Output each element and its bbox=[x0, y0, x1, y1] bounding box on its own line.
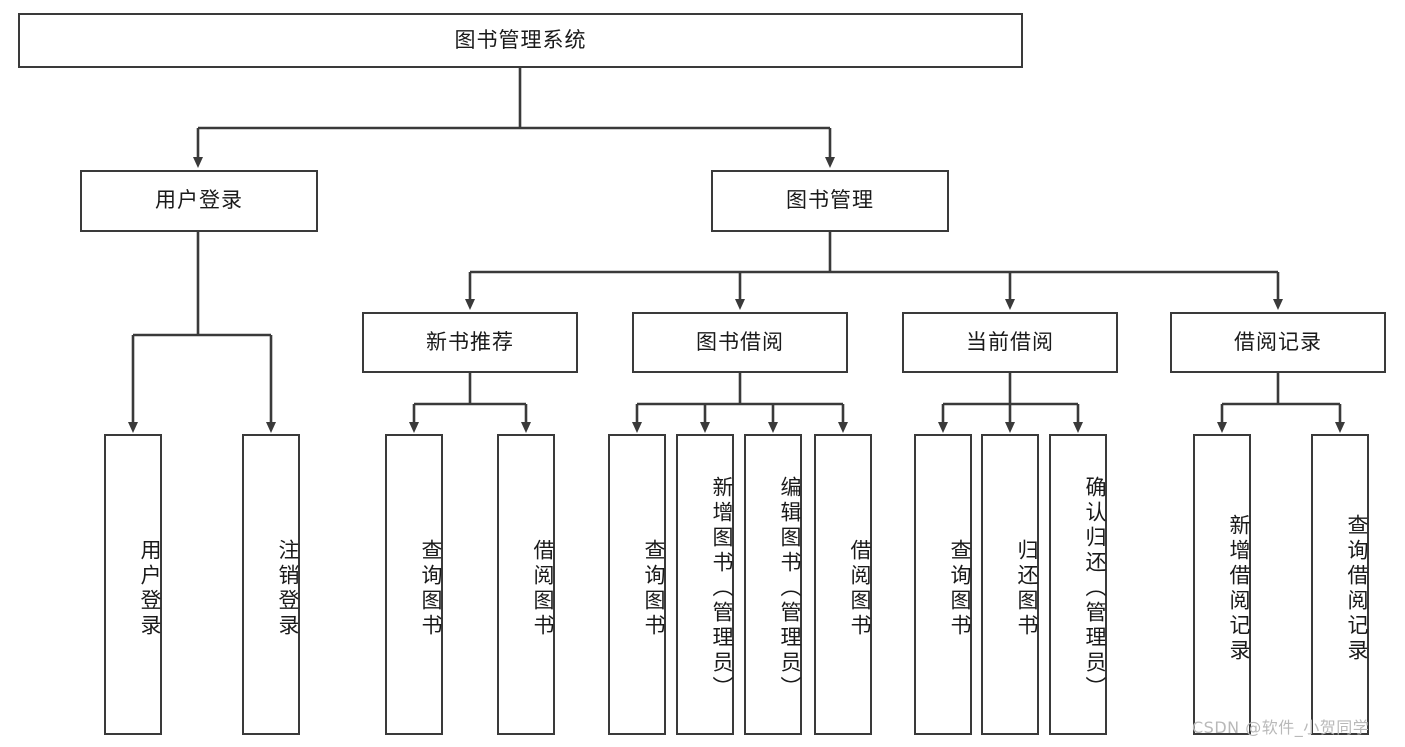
node-user-login[interactable]: 用户登录 bbox=[80, 170, 318, 232]
node-label: 用户登录 bbox=[155, 188, 243, 213]
node-label: 当前借阅 bbox=[966, 329, 1054, 354]
leaf-borrow-add-book-admin[interactable]: 新增图书（管理员） bbox=[676, 434, 734, 735]
node-label: 借阅图书 bbox=[531, 538, 555, 639]
leaf-recommend-query-book[interactable]: 查询图书 bbox=[385, 434, 443, 735]
leaf-current-return-book[interactable]: 归还图书 bbox=[981, 434, 1039, 735]
node-label: 用户登录 bbox=[138, 538, 162, 639]
node-label: 查询图书 bbox=[419, 538, 443, 639]
node-label: 查询借阅记录 bbox=[1345, 513, 1369, 664]
node-borrow-record[interactable]: 借阅记录 bbox=[1170, 312, 1386, 373]
node-new-book-recommend[interactable]: 新书推荐 bbox=[362, 312, 578, 373]
node-label: 借阅记录 bbox=[1234, 329, 1322, 354]
node-label: 新增借阅记录 bbox=[1227, 513, 1251, 664]
node-label: 查询图书 bbox=[642, 538, 666, 639]
leaf-record-query-borrow-record[interactable]: 查询借阅记录 bbox=[1311, 434, 1369, 735]
leaf-record-add-borrow-record[interactable]: 新增借阅记录 bbox=[1193, 434, 1251, 735]
node-label: 新增图书（管理员） bbox=[710, 476, 734, 701]
node-book-management[interactable]: 图书管理 bbox=[711, 170, 949, 232]
leaf-user-login[interactable]: 用户登录 bbox=[104, 434, 162, 735]
node-current-borrow[interactable]: 当前借阅 bbox=[902, 312, 1118, 373]
leaf-current-confirm-return-admin[interactable]: 确认归还（管理员） bbox=[1049, 434, 1107, 735]
node-label: 编辑图书（管理员） bbox=[778, 476, 802, 701]
node-label: 图书管理 bbox=[786, 188, 874, 213]
leaf-recommend-borrow-book[interactable]: 借阅图书 bbox=[497, 434, 555, 735]
leaf-borrow-lend-book[interactable]: 借阅图书 bbox=[814, 434, 872, 735]
node-label: 新书推荐 bbox=[426, 329, 514, 354]
leaf-current-query-book[interactable]: 查询图书 bbox=[914, 434, 972, 735]
leaf-user-logout[interactable]: 注销登录 bbox=[242, 434, 300, 735]
node-label: 图书借阅 bbox=[696, 329, 784, 354]
node-label: 确认归还（管理员） bbox=[1083, 476, 1107, 701]
node-label: 查询图书 bbox=[948, 538, 972, 639]
node-label: 归还图书 bbox=[1015, 538, 1039, 639]
csdn-watermark: CSDN @软件_小贺同学 bbox=[1192, 718, 1370, 737]
node-label: 注销登录 bbox=[276, 538, 300, 639]
node-label: 图书管理系统 bbox=[454, 27, 587, 52]
leaf-borrow-query-book[interactable]: 查询图书 bbox=[608, 434, 666, 735]
node-root-library-system[interactable]: 图书管理系统 bbox=[18, 13, 1023, 68]
leaf-borrow-edit-book-admin[interactable]: 编辑图书（管理员） bbox=[744, 434, 802, 735]
node-label: 借阅图书 bbox=[848, 538, 872, 639]
node-book-borrow[interactable]: 图书借阅 bbox=[632, 312, 848, 373]
